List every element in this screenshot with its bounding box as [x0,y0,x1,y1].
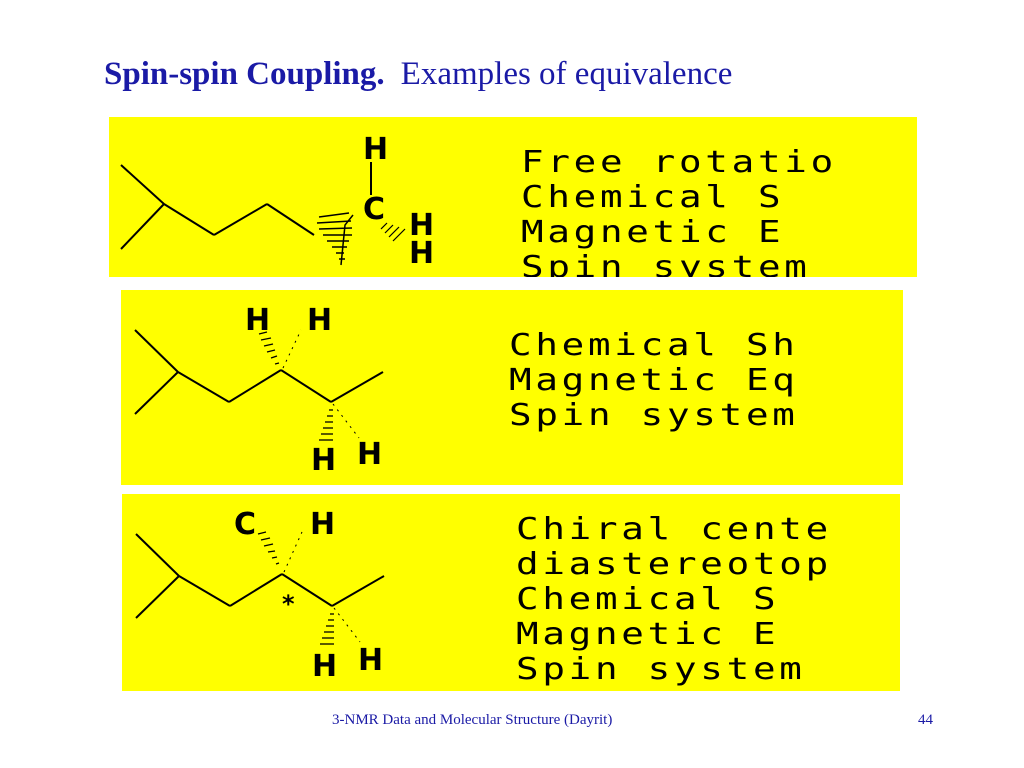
title-bold: Spin-spin Coupling. [104,56,385,92]
atom-c: C [363,192,385,227]
panel1-text: Free rotatio Chemical S Magnetic E Spin … [521,145,833,277]
text-line: Magnetic E [521,215,785,250]
text-line: Chemical Sh [509,328,799,363]
atom-h-top: H [310,507,335,542]
atom-h-bottom: H [409,236,434,271]
text-line: Chiral cente [516,512,832,547]
text-line: Chemical S [521,180,785,215]
panel-methylene: H H H H Chemical Sh Magnetic Eq Spin sys… [121,290,903,485]
text-line: Free rotatio [521,145,837,180]
text-line: Chemical S [516,582,780,617]
text-line: Spin system [516,652,806,687]
footer-text: 3-NMR Data and Molecular Structure (Dayr… [332,712,613,728]
panel3-text: Chiral cente diastereotop Chemical S Mag… [516,512,828,687]
atom-h-bottom-left: H [311,443,336,478]
structure-methyl: H C H H [120,132,434,271]
text-line: Magnetic Eq [509,363,799,398]
atom-h-top-right: H [307,303,332,338]
page-number: 44 [918,712,933,728]
slide-title: Spin-spin Coupling. Examples of equivalen… [104,58,732,91]
panel-free-rotation: H C H H Free rotatio Chemical S Magnetic… [109,117,917,277]
atom-c-top: C [234,507,256,542]
atom-h-bottom-right: H [358,643,383,678]
text-line: Spin system [509,398,799,433]
text-line: Spin system [521,250,811,277]
title-subtitle: Examples of equivalence [400,56,733,92]
chiral-star: * [282,590,295,618]
structure-methylene: H H H H [134,303,384,478]
atom-h-right: H [409,208,434,243]
atom-h-bottom-left: H [312,649,337,684]
text-line: diastereotop [516,547,832,582]
text-line: Magnetic E [516,617,780,652]
atom-h-top: H [363,132,388,167]
panel-chiral: C H * H H Chiral cente diastereotop Chem… [122,494,900,691]
panel2-text: Chemical Sh Magnetic Eq Spin system [509,328,795,433]
atom-h-top-left: H [245,303,270,338]
atom-h-bottom-right: H [357,437,382,472]
structure-chiral: C H * H H [135,507,385,684]
